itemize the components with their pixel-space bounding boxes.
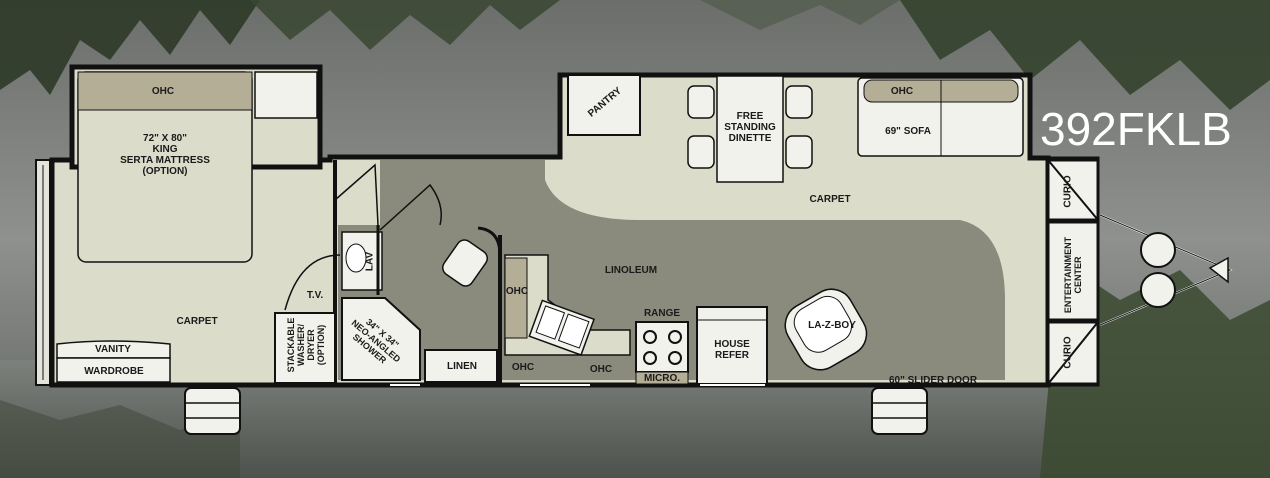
washer-dryer [274,312,336,384]
slider-door-label: 60" SLIDER DOOR [888,375,978,386]
kitchen-ohc-left [504,257,528,339]
tv-cabinet [280,255,338,310]
entertainment-center-label: ENTERTAINMENT CENTER [1063,236,1083,314]
range [635,321,689,373]
micro-cabinet [635,371,689,385]
linen-label: LINEN [447,361,477,372]
dinette-chairs [687,85,813,169]
range-label: RANGE [643,308,681,319]
front-step [871,387,928,435]
bedroom-ohc-label: OHC [151,86,175,97]
vanity-label: VANITY [95,344,131,355]
bedroom-carpet-label: CARPET [176,316,218,327]
toilet [441,226,502,287]
rear-step [184,387,241,435]
curio-top-label: CURIO [1062,175,1074,208]
hitch-tongue [1099,214,1233,326]
kitchen-ohc-bottom1-label: OHC [511,362,535,373]
kitchen-ohc-left-label: OHC [505,286,529,297]
wardrobe-label: WARDROBE [84,366,144,377]
bedroom-cabinet [254,71,318,119]
curio-bottom-label: CURIO [1062,336,1074,369]
micro-label: MICRO. [643,373,681,384]
living-carpet-label: CARPET [809,194,851,205]
washer-dryer-label: STACKABLE WASHER/ DRYER (OPTION) [286,317,326,373]
dinette-table [716,75,784,183]
house-refer-label: HOUSE REFER [714,339,750,361]
linen-closet [424,349,498,383]
entertainment-center [1046,220,1100,322]
lav-label: LAV [364,251,376,272]
vanity [56,340,171,359]
kitchen-sink [528,299,595,356]
linoleum-label: LINOLEUM [604,265,658,276]
bedroom-ohc [77,71,253,111]
kitchen-ohc-bottom2-label: OHC [589,364,613,375]
mattress-label: 72" X 80" KING SERTA MATTRESS (OPTION) [120,133,210,177]
shower [341,297,421,381]
tv-label: T.V. [306,290,324,301]
la-z-boy-label: LA-Z-BOY [808,320,856,331]
pantry [567,74,641,136]
sofa-label: 69" SOFA [885,126,931,137]
la-z-boy-recliner [784,288,868,371]
sofa-ohc-label: OHC [890,86,914,97]
model-name: 392FKLB [1040,103,1232,155]
dinette-label: FREE STANDING DINETTE [724,111,776,144]
wardrobe [56,357,171,383]
